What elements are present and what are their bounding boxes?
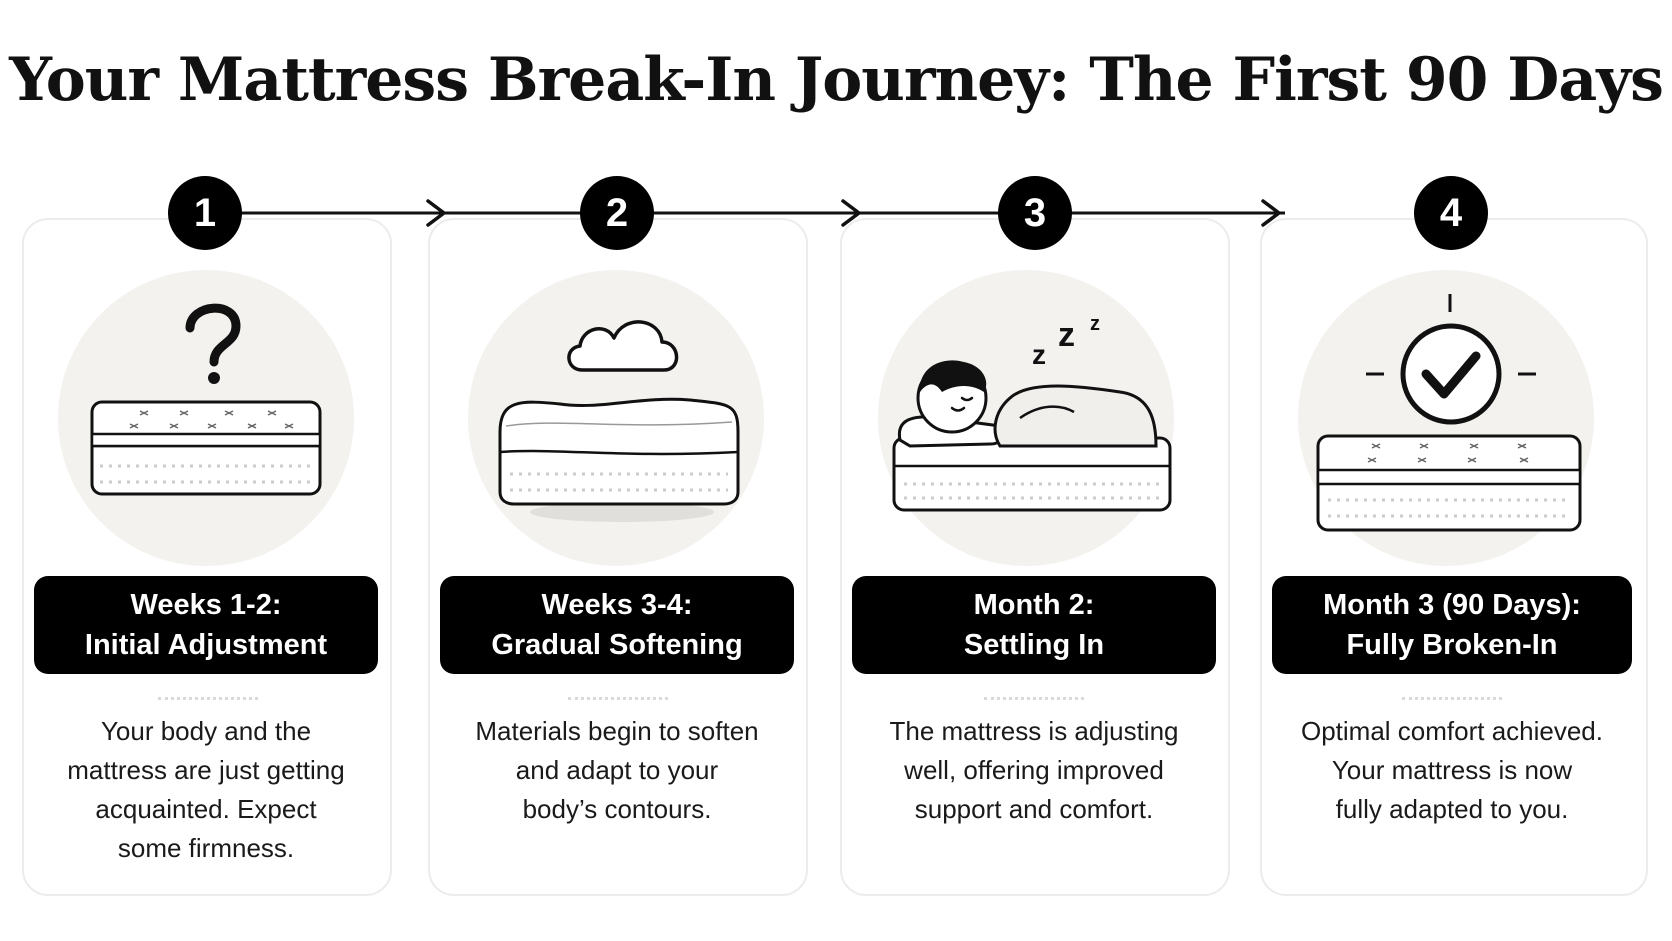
firm-mattress-icon bbox=[90, 400, 322, 496]
stage-label-1: Weeks 1-2: Initial Adjustment bbox=[34, 576, 378, 674]
divider bbox=[158, 697, 258, 700]
step-description-1: Your body and the mattress are just gett… bbox=[34, 712, 378, 868]
description-line: Materials begin to soften bbox=[475, 716, 759, 746]
stage-label-period: Month 2: bbox=[973, 589, 1095, 621]
description-line: some firmness. bbox=[117, 833, 295, 863]
stage-label-3: Month 2: Settling In bbox=[852, 576, 1216, 674]
description-line: well, offering improved bbox=[904, 755, 1164, 785]
description-line: body’s contours. bbox=[522, 794, 712, 824]
divider bbox=[568, 697, 668, 700]
step-number-badge-2: 2 bbox=[580, 176, 654, 250]
soft-mattress-icon bbox=[498, 397, 740, 522]
stage-label-4: Month 3 (90 Days): Fully Broken-In bbox=[1272, 576, 1632, 674]
step-number-badge-1: 1 bbox=[168, 176, 242, 250]
sleep-z-small: z bbox=[1032, 339, 1046, 370]
sleep-z-medium: z bbox=[1058, 316, 1075, 354]
broken-in-mattress-icon bbox=[1316, 434, 1582, 532]
stage-label-name: Settling In bbox=[963, 629, 1105, 661]
step-number-badge-4: 4 bbox=[1414, 176, 1488, 250]
stage-label-name: Initial Adjustment bbox=[84, 629, 328, 661]
divider bbox=[984, 697, 1084, 700]
description-line: and adapt to your bbox=[515, 755, 719, 785]
step-number-badge-3: 3 bbox=[998, 176, 1072, 250]
arrow-right-icon bbox=[1261, 199, 1281, 227]
stage-label-period: Weeks 3-4: bbox=[541, 589, 693, 621]
sleep-z-large: z bbox=[1090, 313, 1100, 335]
stage-label-name: Fully Broken-In bbox=[1346, 629, 1558, 661]
description-line: Your body and the bbox=[100, 716, 312, 746]
stage-label-period: Weeks 1-2: bbox=[130, 589, 282, 621]
step-description-3: The mattress is adjusting well, offering… bbox=[852, 712, 1216, 829]
description-line: Optimal comfort achieved. bbox=[1300, 716, 1603, 746]
description-line: The mattress is adjusting bbox=[889, 716, 1179, 746]
step-description-4: Optimal comfort achieved. Your mattress … bbox=[1272, 712, 1632, 829]
arrow-right-icon bbox=[841, 199, 861, 227]
step-description-2: Materials begin to soften and adapt to y… bbox=[440, 712, 794, 829]
description-line: Your mattress is now bbox=[1331, 755, 1573, 785]
stage-label-name: Gradual Softening bbox=[491, 629, 743, 661]
stage-label-2: Weeks 3-4: Gradual Softening bbox=[440, 576, 794, 674]
description-line: mattress are just getting bbox=[67, 755, 345, 785]
description-line: fully adapted to you. bbox=[1335, 794, 1569, 824]
description-line: support and comfort. bbox=[914, 794, 1154, 824]
arrow-right-icon bbox=[426, 199, 446, 227]
description-line: acquainted. Expect bbox=[95, 794, 317, 824]
stage-label-period: Month 3 (90 Days): bbox=[1323, 589, 1581, 621]
divider bbox=[1402, 697, 1502, 700]
page-title: Your Mattress Break-In Journey: The Firs… bbox=[9, 45, 1664, 115]
timeline-connector bbox=[205, 199, 1285, 227]
